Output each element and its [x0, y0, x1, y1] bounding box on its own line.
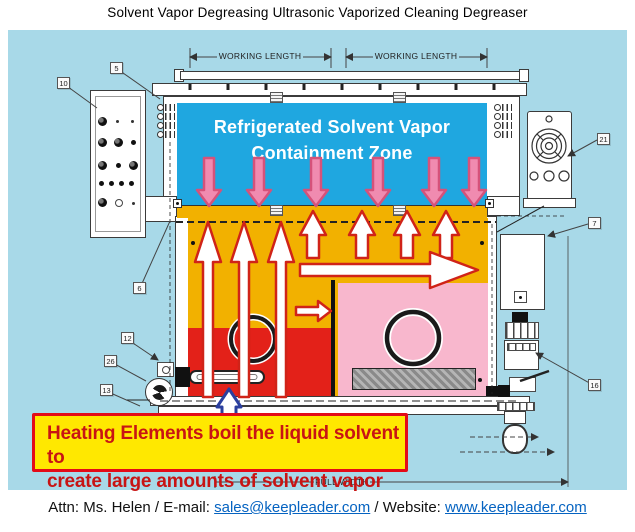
working-length-label-right: WORKING LENGTH — [373, 51, 459, 62]
lid-rail — [180, 71, 525, 80]
cooling-coil-icon — [494, 104, 512, 111]
panel-knob[interactable] — [98, 198, 107, 207]
panel-indicator — [132, 202, 135, 205]
hinge-icon — [173, 199, 182, 208]
panel-indicator — [131, 120, 134, 123]
pipe-flange — [505, 322, 539, 339]
panel-knob[interactable] — [114, 138, 123, 147]
callout-7: 7 — [588, 217, 601, 229]
cooling-coil-icon — [494, 131, 512, 138]
cooling-coil-icon — [494, 113, 512, 120]
drain-pump — [145, 378, 173, 406]
rivet-dot — [478, 378, 482, 382]
working-length-label-left: WORKING LENGTH — [217, 51, 303, 62]
cooling-coil-icon — [157, 104, 175, 111]
panel-button[interactable] — [99, 181, 104, 186]
rivet-dot — [191, 241, 195, 245]
caster-bracket — [504, 411, 526, 424]
lid-rail-end-right — [519, 69, 529, 82]
contact-attn-text: Attn: Ms. Helen / E-mail: — [48, 499, 215, 516]
email-link[interactable]: sales@keepleader.com — [214, 499, 371, 516]
contact-footer: Attn: Ms. Helen / E-mail: sales@keeplead… — [0, 499, 635, 516]
callout-21: 21 — [597, 133, 610, 145]
tank-clamp — [393, 205, 406, 216]
callout-13: 13 — [100, 384, 113, 396]
callout-10: 10 — [57, 77, 70, 89]
containment-zone-label-line1: Refrigerated Solvent Vapor — [213, 117, 451, 137]
page-title: Solvent Vapor Degreasing Ultrasonic Vapo… — [107, 5, 528, 20]
tank-connector-block — [486, 386, 500, 396]
panel-button[interactable] — [116, 163, 121, 168]
callout-5: 5 — [110, 62, 123, 74]
pump-bolts — [507, 343, 536, 351]
cooling-coil-icon — [157, 113, 175, 120]
cooling-coil-icon — [157, 131, 175, 138]
panel-indicator — [116, 120, 119, 123]
heating-elements-annotation: Heating Elements boil the liquid solvent… — [32, 413, 408, 492]
caster-wheel — [502, 424, 528, 454]
fan-unit-base — [523, 198, 576, 208]
pipe-block — [512, 312, 528, 322]
annotation-line2: create large amounts of solvent vapor — [47, 471, 383, 492]
panel-lamp — [115, 199, 123, 207]
callout-16: 16 — [588, 379, 601, 391]
ultrasonic-transducer-plate — [352, 368, 476, 390]
panel-button[interactable] — [119, 181, 124, 186]
base-rail-upper — [150, 396, 530, 406]
cooling-coil-icon — [494, 122, 512, 129]
vapor-zone-strip — [177, 205, 487, 218]
panel-button[interactable] — [131, 140, 136, 145]
fan-unit — [527, 111, 572, 200]
panel-knob[interactable] — [98, 117, 107, 126]
panel-knob[interactable] — [98, 138, 107, 147]
lid-clamp — [393, 92, 406, 103]
cabinet-port — [514, 291, 527, 303]
callout-26: 26 — [104, 355, 117, 367]
tank-divider-wall — [331, 280, 335, 396]
rivet-dot — [480, 241, 484, 245]
panel-button[interactable] — [129, 181, 134, 186]
refrigerated-containment-zone: Refrigerated Solvent Vapor Containment Z… — [177, 103, 487, 205]
valve-block — [498, 385, 510, 397]
tank-clamp — [270, 205, 283, 216]
website-link[interactable]: www.keepleader.com — [445, 499, 587, 516]
callout-6: 6 — [133, 282, 146, 294]
cooling-coil-icon — [157, 122, 175, 129]
right-cabinet — [500, 234, 545, 310]
contact-website-text: / Website: — [370, 499, 446, 516]
panel-knob[interactable] — [98, 161, 107, 170]
containment-zone-label-line2: Containment Zone — [251, 143, 413, 163]
left-lip — [143, 196, 177, 222]
caster-plate — [497, 402, 535, 411]
lid-clamp — [270, 92, 283, 103]
hinge-icon — [485, 199, 494, 208]
annotation-line1: Heating Elements boil the liquid solvent… — [47, 423, 399, 468]
valve-body — [509, 377, 536, 392]
drain-valve-box — [157, 362, 174, 377]
panel-knob[interactable] — [129, 161, 138, 170]
callout-12: 12 — [121, 332, 134, 344]
top-beam — [152, 83, 527, 96]
panel-button[interactable] — [109, 181, 114, 186]
boiling-solvent-tank — [188, 328, 332, 396]
